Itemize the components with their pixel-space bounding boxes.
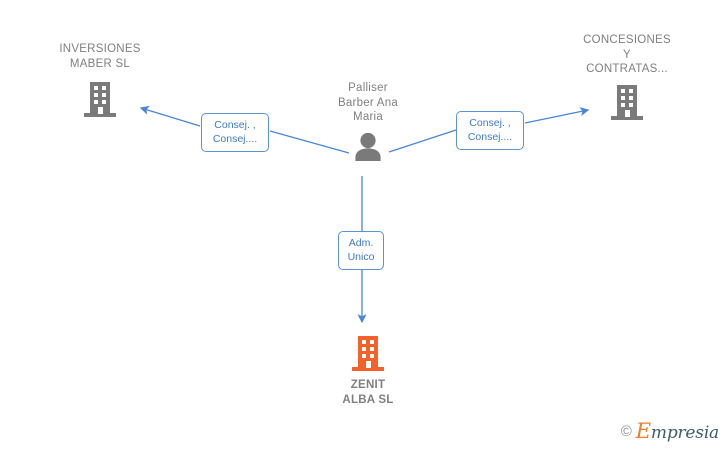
graph-node-inversiones-maber-sl[interactable]: INVERSIONES MABER SL — [25, 42, 175, 120]
brand-initial: E — [635, 419, 651, 443]
node-label-zenit-alba-sl: ZENIT ALBA SL — [342, 379, 394, 406]
edge-label-person-to-inversiones[interactable]: Consej. , Consej.... — [201, 113, 269, 152]
edge-label-person-to-concesiones[interactable]: Consej. , Consej.... — [456, 111, 524, 150]
node-label-concesiones-y-contratas: CONCESIONES Y CONTRATAS... — [583, 34, 671, 75]
copyright-icon: © — [620, 423, 632, 440]
building-icon[interactable] — [610, 83, 644, 123]
node-label-inversiones-maber-sl: INVERSIONES MABER SL — [59, 43, 141, 70]
node-label-palliser-barber-ana-maria: Palliser Barber Ana Maria — [337, 82, 399, 123]
empresia-watermark: © Empresia — [621, 421, 719, 442]
graph-node-palliser-barber-ana-maria[interactable]: Palliser Barber Ana Maria — [293, 81, 443, 162]
graph-node-zenit-alba-sl[interactable]: ZENIT ALBA SL — [293, 334, 443, 407]
building-icon[interactable] — [83, 80, 117, 120]
brand-name: Empresia — [636, 421, 719, 442]
building-icon[interactable] — [351, 334, 385, 374]
brand-rest: mpresia — [650, 423, 719, 443]
edge-label-person-to-zenit[interactable]: Adm. Unico — [338, 231, 384, 270]
person-icon[interactable] — [352, 132, 384, 162]
graph-node-concesiones-y-contratas[interactable]: CONCESIONES Y CONTRATAS... — [552, 33, 702, 123]
